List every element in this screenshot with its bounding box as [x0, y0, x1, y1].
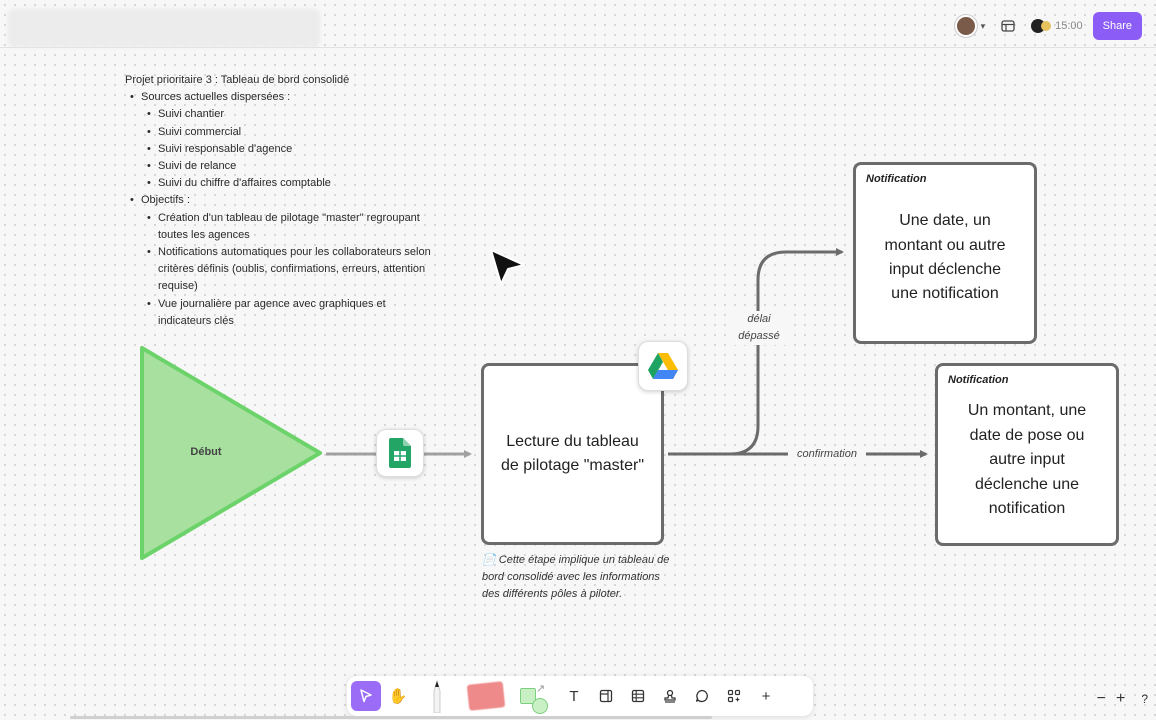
- notification-title: Notification: [948, 374, 1009, 386]
- notification-text: Un montant, une date de pose ou autre in…: [967, 402, 1087, 518]
- sticky-note-tool-icon[interactable]: [461, 681, 511, 711]
- notes-text-block[interactable]: Projet prioritaire 3 : Tableau de bord c…: [125, 72, 458, 330]
- list-item: Suivi chantier: [125, 106, 458, 123]
- select-tool-icon[interactable]: [351, 681, 381, 711]
- list-item: Suivi responsable d'agence: [125, 141, 458, 158]
- share-button[interactable]: Share: [1092, 12, 1142, 40]
- header-divider: [0, 47, 1156, 48]
- notification-box-2[interactable]: Notification Un montant, une date de pos…: [935, 363, 1119, 546]
- chevron-down-icon[interactable]: ▾: [980, 20, 986, 31]
- start-triangle[interactable]: [140, 346, 322, 560]
- zoom-controls: − + ?: [1097, 690, 1148, 708]
- more-tools-icon[interactable]: [719, 681, 749, 711]
- text-tool-icon[interactable]: T: [569, 687, 579, 705]
- google-sheets-icon[interactable]: [376, 429, 424, 477]
- list-item: Notifications automatiques pour les coll…: [125, 244, 458, 296]
- timer[interactable]: 15:00: [1031, 19, 1083, 33]
- timer-icon: [1031, 19, 1052, 33]
- notes-title: Projet prioritaire 3 : Tableau de bord c…: [125, 74, 350, 86]
- list-item: Suivi du chiffre d'affaires comptable: [125, 175, 458, 192]
- help-icon[interactable]: ?: [1141, 692, 1148, 706]
- add-icon[interactable]: +: [761, 687, 771, 705]
- google-drive-icon[interactable]: [638, 341, 688, 391]
- avatar[interactable]: [954, 15, 977, 37]
- bottom-toolbar: ✋ ↗ T +: [347, 676, 813, 716]
- sources-label: Sources actuelles dispersées :: [125, 89, 458, 106]
- notification-title: Notification: [866, 173, 927, 185]
- comment-tool-icon[interactable]: [687, 681, 717, 711]
- main-process-box[interactable]: Lecture du tableau de pilotage "master": [481, 363, 664, 545]
- pen-tool-icon[interactable]: [415, 679, 459, 713]
- horizontal-scrollbar[interactable]: [70, 716, 712, 719]
- list-item: Création d'un tableau de pilotage "maste…: [125, 210, 420, 244]
- main-process-text: Lecture du tableau de pilotage "master": [501, 432, 644, 474]
- objectives-label: Objectifs :: [125, 192, 458, 209]
- connector-main-notif1: [668, 248, 844, 456]
- notification-box-1[interactable]: Notification Une date, un montant ou aut…: [853, 162, 1037, 344]
- table-tool-icon[interactable]: [623, 681, 653, 711]
- frame-tool-icon[interactable]: [591, 681, 621, 711]
- zoom-out-icon[interactable]: −: [1096, 690, 1106, 707]
- hand-tool-icon[interactable]: ✋: [388, 688, 408, 705]
- edge-label-confirm: confirmation: [788, 448, 866, 460]
- shape-tool-icon[interactable]: ↗: [513, 681, 557, 714]
- notification-text: Une date, un montant ou autre input décl…: [884, 212, 1006, 303]
- list-item: Suivi commercial: [125, 124, 458, 141]
- stamp-tool-icon[interactable]: [655, 681, 685, 711]
- edge-label-delay: délai dépassé: [728, 311, 790, 345]
- step-caption[interactable]: 📄 Cette étape implique un tableau de bor…: [482, 554, 670, 601]
- list-item: Suivi de relance: [125, 158, 458, 175]
- start-label: Début: [190, 446, 222, 458]
- top-right-controls: ▾ 15:00 Share: [954, 12, 1142, 40]
- list-item: Vue journalière par agence avec graphiqu…: [125, 296, 420, 330]
- layout-icon[interactable]: [995, 13, 1021, 39]
- timer-value: 15:00: [1055, 20, 1083, 32]
- pointer-cursor-icon: [490, 249, 525, 285]
- zoom-in-icon[interactable]: +: [1115, 690, 1126, 707]
- board-title-area[interactable]: [8, 9, 320, 47]
